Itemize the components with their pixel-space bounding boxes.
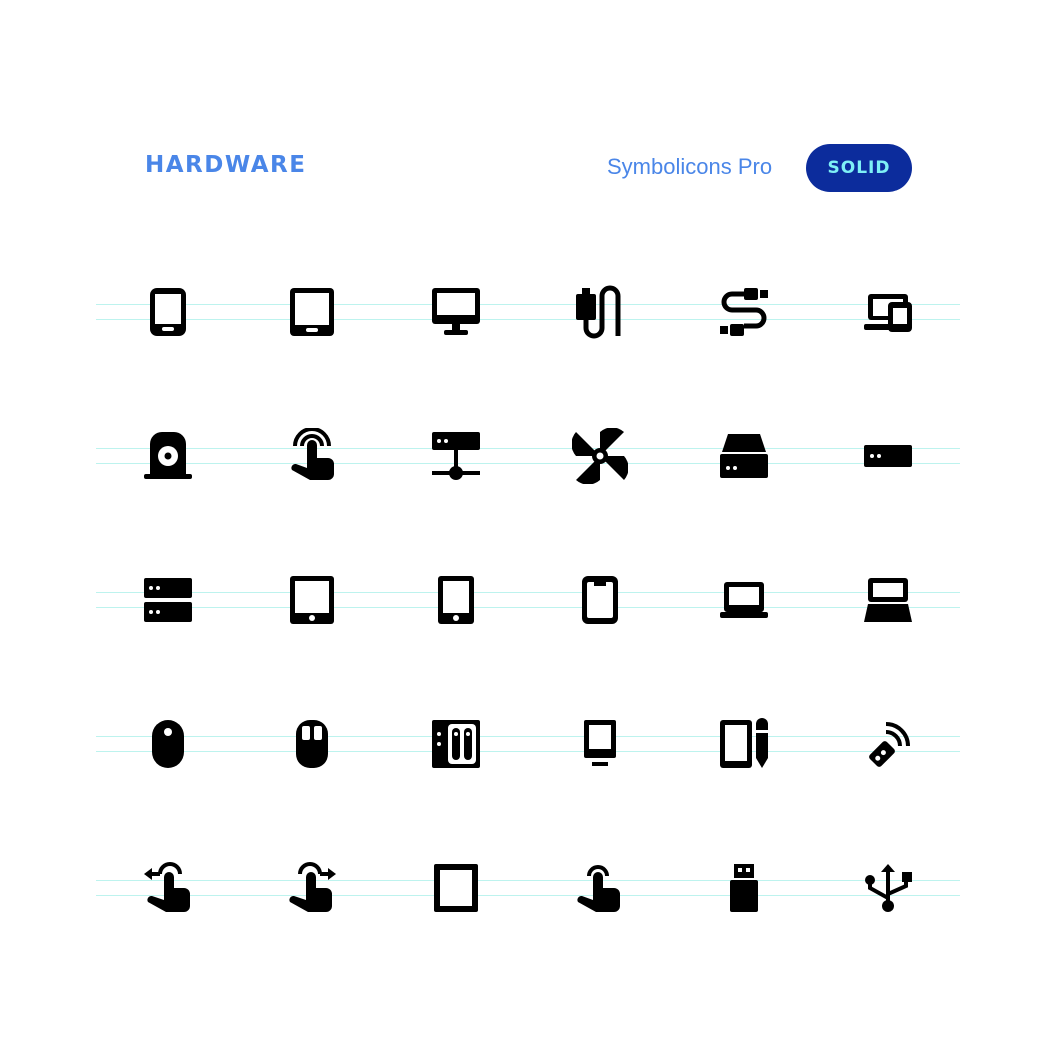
laptop-icon xyxy=(716,572,772,628)
phone-notch-icon xyxy=(572,572,628,628)
mouse-icon xyxy=(140,716,196,772)
remote-control-icon xyxy=(860,716,916,772)
server-rack-icon xyxy=(140,572,196,628)
tablet-small-icon xyxy=(428,572,484,628)
brand-name: Symbolicons Pro xyxy=(607,154,773,179)
style-badge: SOLID xyxy=(806,144,912,192)
swipe-left-icon xyxy=(140,860,196,916)
smartphone-icon xyxy=(140,284,196,340)
multiple-devices-icon xyxy=(860,284,916,340)
square-screen-icon xyxy=(428,860,484,916)
guide-line xyxy=(96,448,960,449)
tap-icon xyxy=(572,860,628,916)
usb-drive-icon xyxy=(716,860,772,916)
guide-line xyxy=(96,607,960,608)
page-title: HARDWARE xyxy=(145,152,307,178)
guide-line xyxy=(96,751,960,752)
usb-symbol-icon xyxy=(860,860,916,916)
network-server-icon xyxy=(428,428,484,484)
touch-wave-icon xyxy=(284,428,340,484)
audio-mixer-icon xyxy=(428,716,484,772)
hard-disk-icon xyxy=(140,428,196,484)
swipe-right-icon xyxy=(284,860,340,916)
guide-line xyxy=(96,592,960,593)
guide-line xyxy=(96,319,960,320)
usb-cable-icon xyxy=(572,284,628,340)
tablet-landscape-icon xyxy=(284,572,340,628)
connector-cable-icon xyxy=(716,284,772,340)
guide-line xyxy=(96,304,960,305)
kiosk-screen-icon xyxy=(572,716,628,772)
guide-line xyxy=(96,463,960,464)
guide-line xyxy=(96,880,960,881)
laptop-open-icon xyxy=(860,572,916,628)
monitor-icon xyxy=(428,284,484,340)
guide-line xyxy=(96,895,960,896)
fan-icon xyxy=(572,428,628,484)
tablet-icon xyxy=(284,284,340,340)
guide-line xyxy=(96,736,960,737)
server-slim-icon xyxy=(860,428,916,484)
mouse-buttons-icon xyxy=(284,716,340,772)
graphics-tablet-pen-icon xyxy=(716,716,772,772)
disk-drive-icon xyxy=(716,428,772,484)
